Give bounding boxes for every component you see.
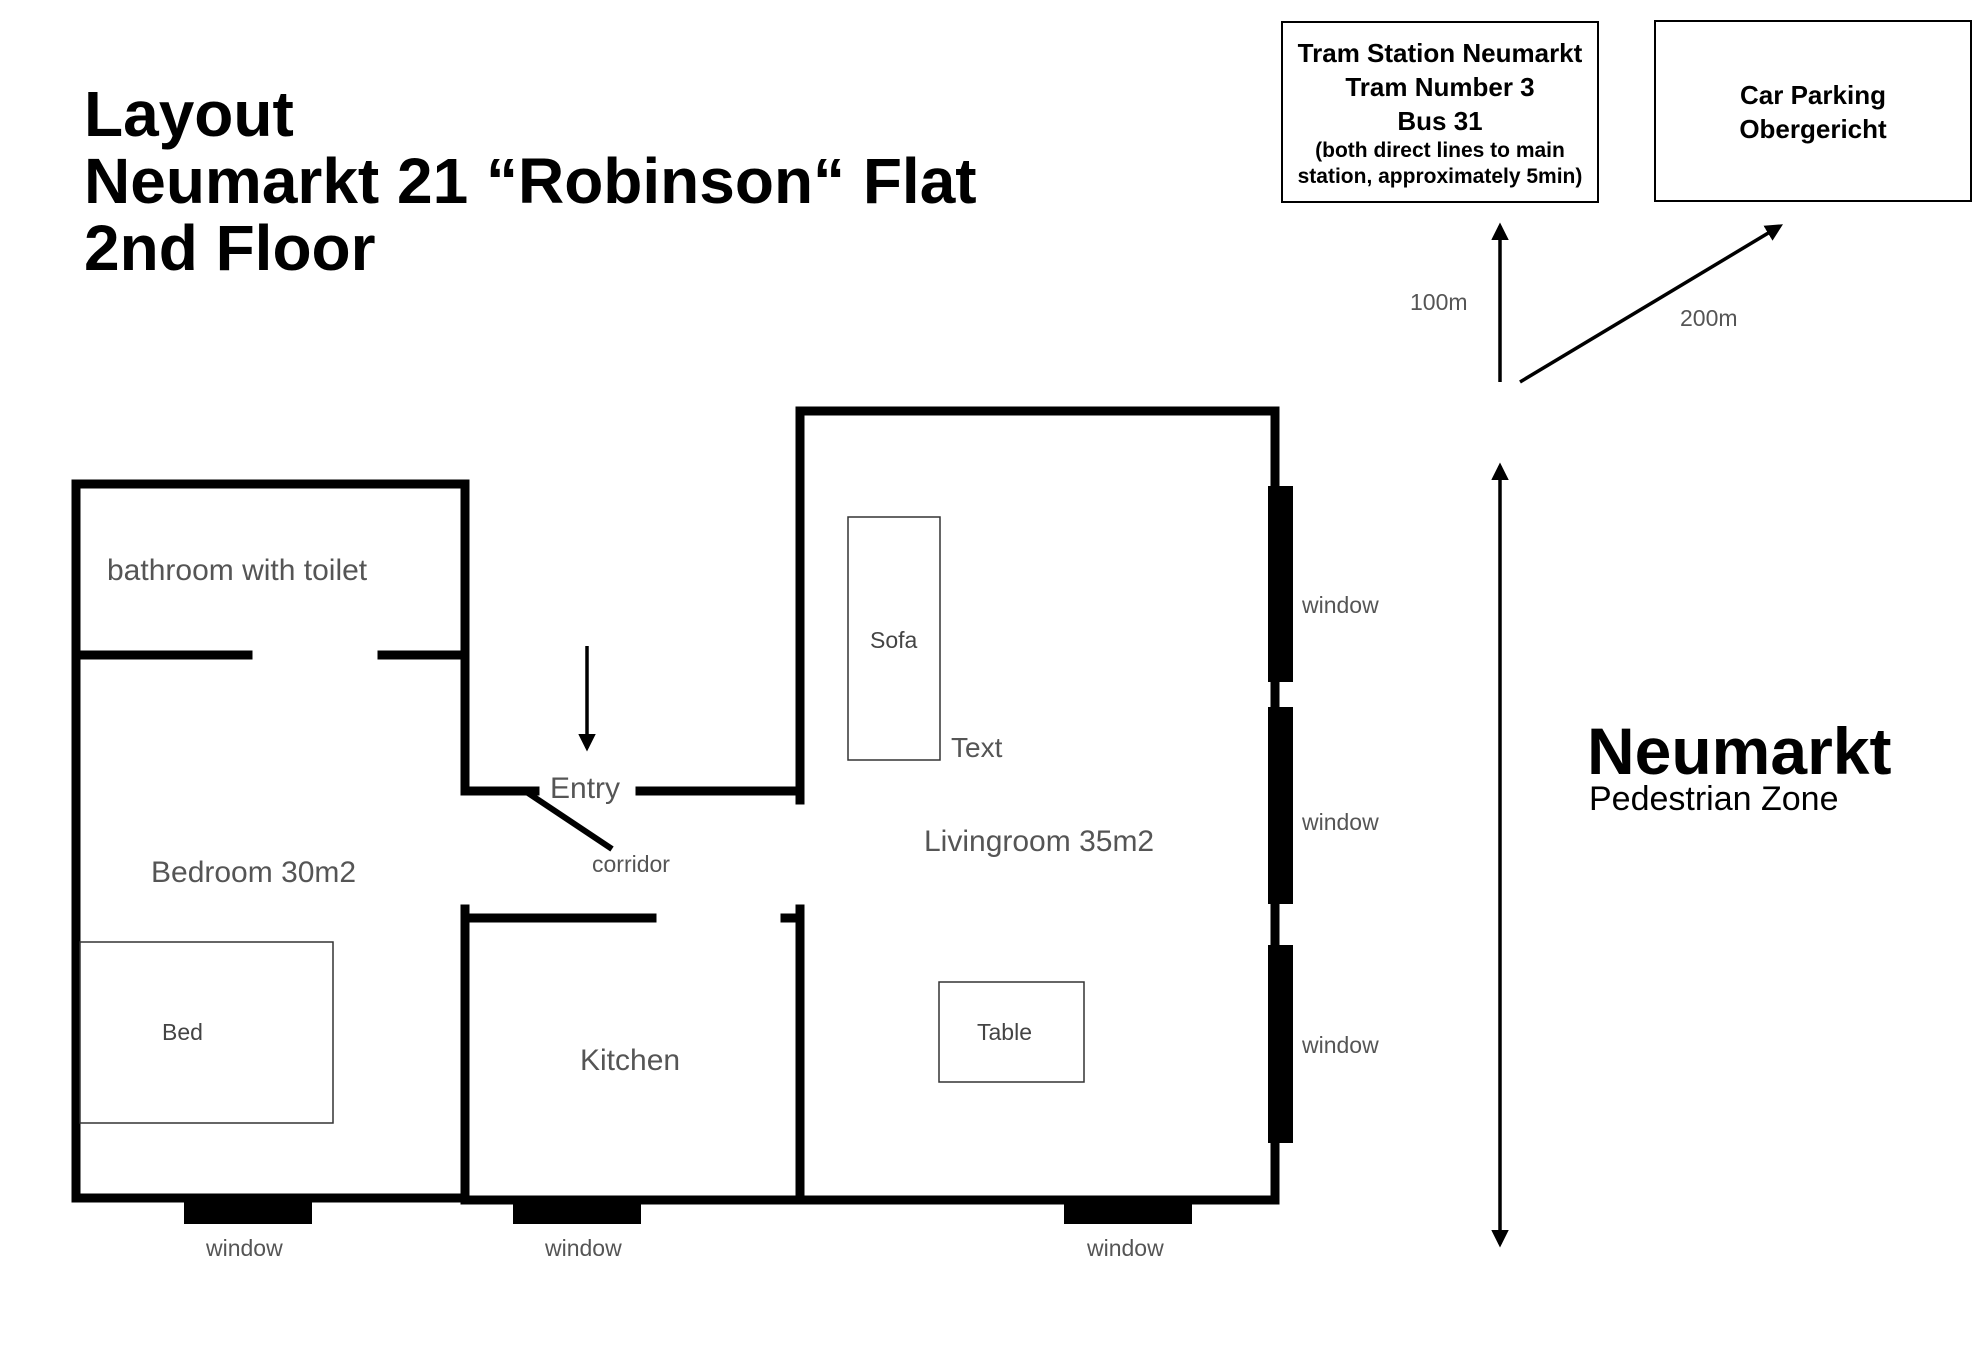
window-living-bottom bbox=[1064, 1200, 1192, 1224]
car-parking-name: Obergericht bbox=[1739, 114, 1887, 144]
window-living-1 bbox=[1268, 486, 1293, 682]
window-label-2: window bbox=[1301, 809, 1379, 835]
window-label-1: window bbox=[1301, 592, 1379, 618]
tram-station-box bbox=[1281, 21, 1599, 203]
bed-label: Bed bbox=[162, 1019, 203, 1045]
entry-door bbox=[526, 790, 614, 852]
table bbox=[938, 981, 1085, 1083]
window-label-bedroom: window bbox=[205, 1235, 283, 1261]
tram-distance: 100m bbox=[1410, 289, 1468, 315]
entry-label: Entry bbox=[550, 772, 620, 805]
parking-distance: 200m bbox=[1680, 305, 1738, 331]
kitchen-label: Kitchen bbox=[580, 1044, 680, 1077]
table-label: Table bbox=[977, 1019, 1032, 1045]
window-bedroom bbox=[184, 1200, 312, 1224]
parking-arrow bbox=[1519, 224, 1784, 384]
window-label-living: window bbox=[1086, 1235, 1164, 1261]
livingroom-label: Livingroom 35m2 bbox=[924, 825, 1154, 858]
car-parking-title: Car Parking bbox=[1740, 80, 1886, 110]
window-label-3: window bbox=[1301, 1032, 1379, 1058]
window-kitchen bbox=[513, 1200, 641, 1224]
text-label: Text bbox=[951, 732, 1003, 763]
tram-note-2: station, approximately 5min) bbox=[1298, 165, 1583, 188]
title-floor: 2nd Floor bbox=[84, 212, 376, 284]
bedroom-label: Bedroom 30m2 bbox=[151, 856, 356, 889]
tram-number: Tram Number 3 bbox=[1345, 72, 1534, 102]
corridor-label: corridor bbox=[592, 851, 670, 877]
bedroom-outer-wall bbox=[71, 479, 470, 1203]
bus-number: Bus 31 bbox=[1397, 106, 1482, 136]
tram-note-1: (both direct lines to main bbox=[1315, 139, 1565, 162]
window-living-3 bbox=[1268, 945, 1293, 1143]
bathroom-label: bathroom with toilet bbox=[107, 554, 368, 587]
windows bbox=[184, 486, 1293, 1224]
title-flat-name: Neumarkt 21 “Robinson“ Flat bbox=[84, 145, 977, 217]
bed bbox=[79, 941, 334, 1124]
street-name: Neumarkt bbox=[1587, 714, 1891, 788]
sofa bbox=[847, 516, 941, 761]
car-parking-box bbox=[1654, 20, 1972, 202]
tram-station-name: Tram Station Neumarkt bbox=[1298, 38, 1583, 68]
window-living-2 bbox=[1268, 707, 1293, 904]
sofa-label: Sofa bbox=[870, 627, 918, 653]
window-label-kitchen: window bbox=[544, 1235, 622, 1261]
title-layout: Layout bbox=[84, 78, 294, 150]
street-zone: Pedestrian Zone bbox=[1589, 780, 1839, 818]
